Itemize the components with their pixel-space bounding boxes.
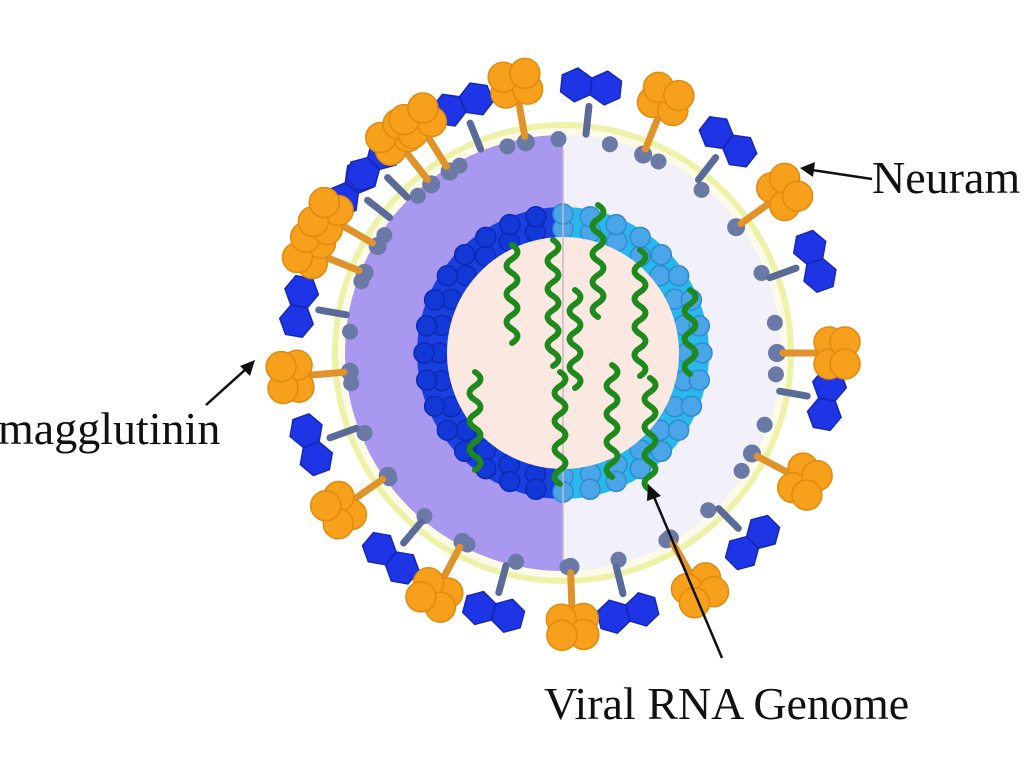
- hemagglutinin-spike: [742, 444, 833, 511]
- hemagglutinin-spike: [727, 162, 814, 237]
- rna-strand: [603, 362, 621, 480]
- label-neuraminidase: Neuram: [800, 152, 1020, 203]
- matrix-protein-bead: [423, 289, 446, 311]
- rna-strand: [566, 287, 584, 391]
- matrix-protein-bead: [667, 419, 690, 441]
- matrix-protein-bead: [650, 243, 673, 266]
- genome-arrow-head: [647, 484, 661, 501]
- matrix-protein-bead: [475, 226, 497, 249]
- matrix-protein-bead: [525, 205, 547, 228]
- hemagglutinin-label: magglutinin: [0, 403, 220, 454]
- rna-strand: [551, 369, 569, 487]
- matrix-protein-bead: [415, 369, 438, 391]
- viral-rna-strands: [466, 202, 699, 493]
- viral-core: [447, 150, 699, 560]
- hemagglutinin-spike: [487, 57, 544, 152]
- hemagglutinin-spike: [768, 326, 861, 380]
- genome-arrow-line: [652, 496, 724, 659]
- hemagglutinin-spike: [545, 557, 600, 651]
- matrix-protein-bead: [579, 478, 601, 501]
- rna-strand: [544, 237, 562, 369]
- surface-glycoproteins: [265, 57, 861, 651]
- matrix-protein-bead: [525, 478, 547, 501]
- matrix-protein-bead: [423, 395, 446, 417]
- neuraminidase-spike: [278, 274, 350, 339]
- hemagglutinin-spike: [265, 349, 359, 405]
- neuraminidase-spike: [596, 562, 660, 635]
- matrix-protein-bead: [499, 213, 521, 236]
- neuraminidase-spike: [694, 115, 758, 184]
- neuraminidase-spike: [766, 229, 837, 294]
- neuraminidase-spike: [289, 412, 360, 477]
- matrix-protein-bead: [453, 243, 476, 266]
- matrix-protein-bead: [691, 342, 713, 364]
- matrix-protein-bead: [629, 457, 651, 480]
- neuraminidase-spike: [361, 518, 426, 585]
- matrix-protein-bead: [436, 419, 459, 441]
- hemagglutinin-spike: [388, 92, 459, 181]
- hemagglutinin-spike: [309, 466, 397, 540]
- neuraminidase-spike: [715, 505, 781, 571]
- neuraminidase-spike: [559, 67, 623, 138]
- hemagglutinin-arrow-line: [205, 368, 247, 406]
- neuraminidase-arrow-head: [800, 162, 815, 177]
- neuraminidase-spike: [461, 562, 526, 634]
- neuraminidase-spike: [431, 82, 495, 153]
- matrix-protein-bead: [605, 213, 627, 236]
- rna-strand: [681, 287, 699, 377]
- hemagglutinin-spike: [634, 71, 695, 164]
- hemagglutinin-spike: [297, 186, 387, 255]
- matrix-protein-bead: [499, 470, 521, 493]
- rna-strand: [503, 242, 521, 346]
- matrix-protein-bead: [680, 395, 703, 417]
- matrix-protein-bead: [436, 265, 459, 287]
- label-hemagglutinin: magglutinin: [0, 360, 255, 454]
- genome-label: Viral RNA Genome: [544, 678, 909, 729]
- rna-strand: [641, 375, 659, 493]
- neuraminidase-arrow-line: [811, 168, 873, 181]
- matrix-protein-bead: [413, 342, 435, 364]
- matrix-protein-bead: [415, 315, 438, 337]
- hemagglutinin-spike: [405, 532, 472, 623]
- label-genome: Viral RNA Genome: [544, 484, 909, 729]
- rna-strand: [589, 202, 607, 320]
- matrix-protein-bead: [667, 265, 690, 287]
- matrix-protein-bead: [629, 226, 651, 249]
- neuraminidase-label: Neuram: [872, 152, 1020, 203]
- hemagglutinin-arrow-head: [240, 360, 255, 376]
- rna-strand: [631, 247, 649, 379]
- matrix-protein-bead: [688, 369, 711, 391]
- rna-strand: [466, 369, 484, 473]
